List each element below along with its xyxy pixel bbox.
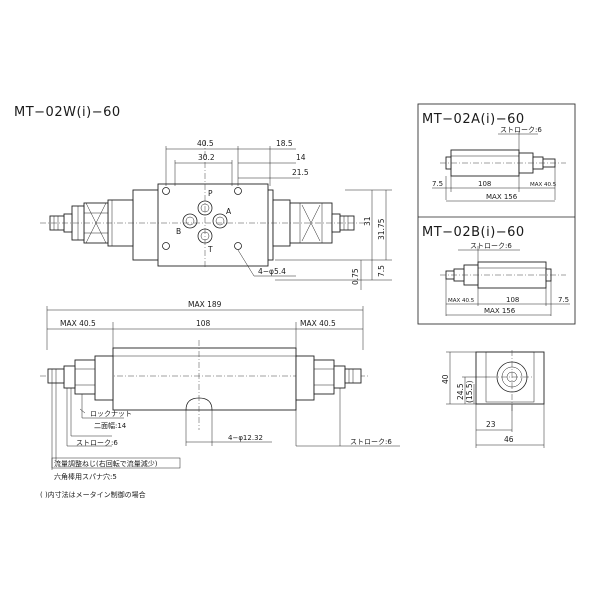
dim-18-5: 18.5 [276, 139, 293, 148]
dim-max-40-5-right: MAX 40.5 [300, 319, 336, 328]
variant-b-stroke: ストローク:6 [470, 242, 512, 250]
bolt-hole [234, 187, 242, 195]
side-h1: 40 [441, 374, 450, 384]
flats-label: 二面幅:14 [94, 421, 127, 430]
dim-31: 31 [363, 216, 372, 226]
variant-b-title: MT−02B(i)−60 [422, 225, 525, 240]
dim-31-75: 31.75 [377, 218, 386, 240]
port-pattern: P A B T [162, 187, 242, 254]
hex-wrench-label: 六角棒用スパナ穴:5 [54, 472, 117, 481]
side-w2: 46 [504, 435, 514, 444]
variant-b-left: MAX 40.5 [448, 298, 475, 304]
bolt-hole [162, 187, 170, 195]
dim-108: 108 [196, 319, 211, 328]
front-body [112, 347, 297, 411]
port-label-a: A [226, 207, 232, 216]
port-label-b: B [176, 227, 181, 236]
top-view-flange [157, 183, 269, 267]
variant-b-right: 7.5 [558, 296, 569, 304]
front-right-adjuster [295, 355, 362, 401]
side-h3: (15.5) [465, 380, 474, 403]
variant-a-center: 108 [478, 180, 491, 188]
dim-40-5: 40.5 [197, 139, 214, 148]
stroke-right-label: ストローク:6 [350, 438, 392, 446]
dim-21-5: 21.5 [292, 168, 309, 177]
variant-b-center: 108 [506, 296, 519, 304]
port-label-p: P [208, 189, 213, 198]
variant-a-right: MAX 40.5 [530, 182, 557, 188]
variant-a-overall: MAX 156 [486, 193, 518, 201]
footnote: ( )内寸法はメータイン制御の場合 [40, 490, 146, 499]
port-label-t: T [207, 245, 213, 254]
holes-callout-front: 4−φ12.32 [228, 434, 263, 442]
stroke-left-label: ストローク:6 [76, 439, 118, 447]
top-dimensions: 40.5 18.5 30.2 14 21.5 [165, 139, 309, 186]
side-body [475, 351, 545, 405]
dim-7-5: 7.5 [377, 265, 386, 277]
dim-0-75: 0.75 [351, 268, 360, 285]
dim-max-40-5-left: MAX 40.5 [60, 319, 96, 328]
dim-30-2: 30.2 [198, 153, 215, 162]
main-title: MT−02W(i)−60 [14, 105, 121, 120]
dim-14: 14 [296, 153, 306, 162]
adjust-screw-box [51, 457, 181, 469]
top-view: P A B T 40.5 18.5 30.2 14 21.5 [40, 139, 392, 290]
variant-a-left: 7.5 [432, 180, 443, 188]
variant-panel [417, 103, 576, 325]
variant-a: MT−02A(i)−60 ストローク:6 7.5 108 MAX 40.5 MA… [422, 112, 566, 202]
holes-callout-top: 4−φ5.4 [258, 267, 286, 276]
bolt-hole [162, 242, 170, 250]
dim-max-189: MAX 189 [188, 300, 222, 309]
front-view: MAX 189 MAX 40.5 108 MAX 40.5 [40, 300, 400, 481]
side-view: 40 24.5 (15.5) 23 46 [441, 350, 545, 448]
adjust-screw-label: 流量調整ねじ(右回転で流量減少) [54, 459, 158, 468]
variant-b-overall: MAX 156 [484, 307, 516, 315]
side-w1: 23 [486, 420, 496, 429]
vertical-dimensions: 31.75 31 7.5 0.75 [275, 189, 392, 290]
bolt-hole [234, 242, 242, 250]
variant-a-title: MT−02A(i)−60 [422, 112, 525, 127]
side-h2: 24.5 [456, 383, 465, 400]
front-left-adjuster [47, 355, 114, 401]
variant-b: MT−02B(i)−60 ストローク:6 MAX 40.5 108 7.5 MA… [422, 225, 570, 316]
variant-a-stroke: ストローク:6 [500, 126, 542, 134]
lock-nut-label: ロックナット [90, 410, 132, 418]
